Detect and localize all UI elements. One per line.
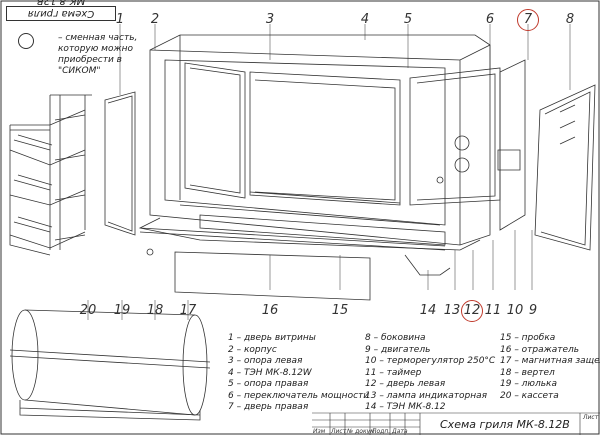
callout-14: 14 <box>419 303 437 318</box>
callout-4: 4 <box>360 12 370 27</box>
title-block-cell: № докум. <box>347 428 377 435</box>
callout-13: 13 <box>443 303 461 318</box>
legend-column-2: 8 – боковина 9 – двигатель 10 – терморег… <box>365 333 495 414</box>
legend-item: 14 – ТЭН МК-8.12 <box>365 402 446 412</box>
callout-12: 12 <box>463 303 481 318</box>
callout-17: 17 <box>179 303 197 318</box>
legend-item: 9 – двигатель <box>365 344 431 355</box>
callout-18: 18 <box>146 303 164 318</box>
callout-9: 9 <box>528 303 538 318</box>
callout-11: 11 <box>484 303 502 318</box>
rack-drawing <box>9 94 92 256</box>
replaceable-part-circle <box>461 300 483 322</box>
callout-8: 8 <box>565 12 575 27</box>
title-block-cell: Лист <box>583 414 599 421</box>
callout-5: 5 <box>403 12 413 27</box>
legend-item: 20 – кассета <box>500 390 559 401</box>
legend-item: 19 – люлька <box>500 379 558 389</box>
legend-item: 2 – корпус <box>228 344 277 355</box>
replaceable-part-note: – сменная часть, которую можно приобрест… <box>58 33 138 76</box>
legend-item: 12 – дверь левая <box>365 379 446 389</box>
title-block-cell: Дата <box>392 428 408 435</box>
legend-item: 16 – отражатель <box>500 344 580 355</box>
legend-item: 13 – лампа индикаторная <box>365 390 488 401</box>
legend-item: 17 – магнитная защелка <box>500 356 600 366</box>
legend-item: 10 – терморегулятор 250°С <box>365 356 496 366</box>
legend-item: 15 – пробка <box>500 333 556 343</box>
legend-item: 8 – боковина <box>365 333 426 343</box>
callout-10: 10 <box>506 303 524 318</box>
legend-column-3: 15 – пробка 16 – отражатель 17 – магнитн… <box>500 333 600 402</box>
replaceable-part-circle <box>517 9 539 31</box>
legend-item: 6 – переключатель мощности <box>228 390 370 401</box>
legend-column-1: 1 – дверь витрины 2 – корпус 3 – опора л… <box>228 333 369 414</box>
callout-19: 19 <box>113 303 131 318</box>
legend-item: 1 – дверь витрины <box>228 333 316 343</box>
legend-item: 18 – вертел <box>500 367 555 378</box>
callout-7: 7 <box>523 12 533 27</box>
callout-6: 6 <box>485 12 495 27</box>
callout-15: 15 <box>331 303 349 318</box>
callout-1: 1 <box>115 12 125 27</box>
callout-20: 20 <box>79 303 97 318</box>
spit-assembly-drawing <box>9 309 211 421</box>
title-block-title: Схема гриля МК-8.12В <box>440 418 570 431</box>
legend-item: 3 – опора левая <box>228 356 303 366</box>
legend-item: 4 – ТЭН МК-8.12W <box>228 367 312 378</box>
legend-item: 7 – дверь правая <box>228 402 309 412</box>
corner-title: Схема гриля МК-8.12В <box>6 0 116 21</box>
title-block-cell: Подп. <box>372 428 391 435</box>
legend-item: 11 – таймер <box>365 367 422 378</box>
title-block-cell: Лист <box>331 428 347 435</box>
grill-body <box>138 34 596 301</box>
replaceable-part-marker-icon <box>18 33 34 49</box>
callout-16: 16 <box>261 303 279 318</box>
title-block-cell: Изм <box>313 428 326 435</box>
legend-item: 5 – опора правая <box>228 379 309 389</box>
callout-2: 2 <box>150 12 160 27</box>
callout-3: 3 <box>265 12 275 27</box>
